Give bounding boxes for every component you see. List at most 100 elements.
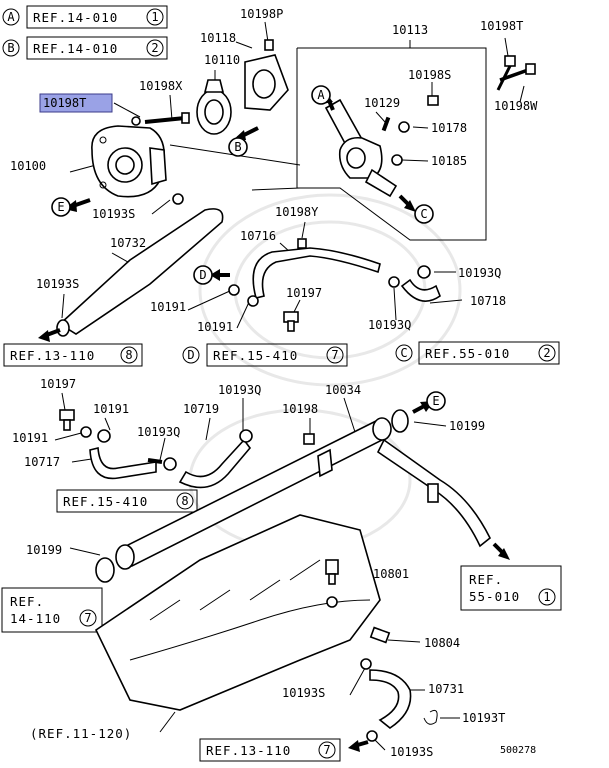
bolt-10198P[interactable] (265, 40, 273, 50)
washer-10178[interactable] (399, 122, 409, 132)
part-label-10191-d[interactable]: 10191 (12, 431, 48, 445)
ref-55-010-1-line2: 55-010 (469, 589, 520, 604)
connector-c[interactable]: C (415, 205, 433, 223)
water-outlet-fitting[interactable] (326, 100, 396, 196)
part-label-10198y[interactable]: 10198Y (275, 205, 319, 219)
gasket-10118[interactable] (245, 55, 288, 110)
part-label-10110[interactable]: 10110 (204, 53, 240, 67)
ref-14-110-7-box[interactable]: REF.14-110 7 (2, 588, 102, 632)
washer-10191-a[interactable] (229, 285, 239, 295)
sensor-10804[interactable] (371, 628, 389, 643)
bolt-10198Y[interactable] (298, 239, 306, 248)
part-label-10198w[interactable]: 10198W (494, 99, 538, 113)
washer-10191-b[interactable] (248, 296, 258, 306)
thermostat[interactable] (197, 80, 231, 134)
part-label-10193s-a[interactable]: 10193S (92, 207, 135, 221)
ref-a-num: 1 (151, 10, 158, 24)
bolt-10197-b[interactable] (60, 410, 74, 430)
nut-10185[interactable] (392, 155, 402, 165)
part-label-10718[interactable]: 10718 (470, 294, 506, 308)
hose-10731[interactable] (370, 670, 411, 728)
part-label-10193q-a[interactable]: 10193Q (458, 266, 501, 280)
washer-10191-c[interactable] (81, 427, 91, 437)
part-label-10198x[interactable]: 10198X (139, 79, 183, 93)
part-label-10719[interactable]: 10719 (183, 402, 219, 416)
ref-b-num: 2 (151, 41, 158, 55)
part-label-10732[interactable]: 10732 (110, 236, 146, 250)
oring-10199-a[interactable] (392, 410, 408, 432)
part-label-10100[interactable]: 10100 (10, 159, 46, 173)
nut-10198S-top[interactable] (428, 96, 438, 105)
part-label-10197-a[interactable]: 10197 (286, 286, 322, 300)
oring-10199-b[interactable] (96, 558, 114, 582)
part-label-10801[interactable]: 10801 (373, 567, 409, 581)
clamp-10193T[interactable] (424, 710, 437, 724)
part-label-10197-b[interactable]: 10197 (40, 377, 76, 391)
clamp-10193Q-b[interactable] (389, 277, 399, 287)
hose-10719[interactable] (180, 440, 250, 487)
highlight-label[interactable]: 10198T (43, 96, 86, 110)
bolt-10198X[interactable] (145, 113, 189, 123)
part-label-10129[interactable]: 10129 (364, 96, 400, 110)
ref-55-010-1-box[interactable]: REF.55-010 1 (461, 566, 561, 610)
part-label-10199-b[interactable]: 10199 (26, 543, 62, 557)
part-label-10198[interactable]: 10198 (282, 402, 318, 416)
clamp-10193Q-c[interactable] (240, 430, 252, 442)
ref-c-box[interactable]: C REF.55-010 2 (396, 342, 559, 364)
ref-d-text: REF.15-410 (213, 348, 298, 363)
ref-b-box[interactable]: B REF.14-010 2 (3, 37, 167, 59)
part-label-10193s-d[interactable]: 10193S (390, 745, 433, 759)
part-label-10193q-b[interactable]: 10193Q (368, 318, 411, 332)
part-label-10731[interactable]: 10731 (428, 682, 464, 696)
part-label-10113[interactable]: 10113 (392, 23, 428, 37)
part-label-10804[interactable]: 10804 (424, 636, 460, 650)
bolt-10197-a[interactable] (284, 312, 298, 331)
part-label-10178[interactable]: 10178 (431, 121, 467, 135)
ref-11-120[interactable]: (REF.11-120) (30, 726, 132, 741)
clamp-10193Q-a[interactable] (418, 266, 430, 278)
hose-10717[interactable] (90, 448, 156, 478)
bolt-10129[interactable] (382, 117, 391, 132)
part-label-10198p[interactable]: 10198P (240, 7, 283, 21)
part-label-10193s-c[interactable]: 10193S (282, 686, 325, 700)
clamp-10193S-d[interactable] (367, 731, 377, 741)
ref-c-num: 2 (543, 346, 550, 360)
connector-d[interactable]: D (194, 266, 212, 284)
part-label-10193s-b[interactable]: 10193S (36, 277, 79, 291)
ref-a-box[interactable]: A REF.14-010 1 (3, 6, 167, 28)
thermostat-housing[interactable] (92, 126, 166, 197)
part-label-10193t[interactable]: 10193T (462, 711, 505, 725)
ref-13-110-8-box[interactable]: REF.13-110 8 (4, 344, 142, 366)
connector-e-bottom[interactable]: E (427, 392, 445, 410)
connector-b[interactable]: B (229, 138, 247, 156)
bolt-10198[interactable] (304, 434, 314, 444)
washer-10191-d[interactable] (98, 430, 110, 442)
group-boundary (297, 48, 486, 240)
ref-15-410-8-box[interactable]: REF.15-410 8 (57, 490, 197, 512)
hose-10718[interactable] (402, 280, 440, 301)
part-label-10193q-c[interactable]: 10193Q (218, 383, 261, 397)
bolt-10198T-left[interactable] (132, 117, 140, 125)
part-label-10191-a[interactable]: 10191 (150, 300, 186, 314)
clamp-10193S-a[interactable] (173, 194, 183, 204)
part-label-10199-a[interactable]: 10199 (449, 419, 485, 433)
part-label-10717[interactable]: 10717 (24, 455, 60, 469)
part-label-10198t-top[interactable]: 10198T (480, 19, 523, 33)
part-label-10193q-d[interactable]: 10193Q (137, 425, 180, 439)
clamp-10193Q-d[interactable] (164, 458, 176, 470)
part-label-10716[interactable]: 10716 (240, 229, 276, 243)
clamp-10193S-c[interactable] (361, 659, 371, 669)
part-label-10118[interactable]: 10118 (200, 31, 236, 45)
part-label-10191-b[interactable]: 10191 (197, 320, 233, 334)
ref-d-box[interactable]: D REF.15-410 7 (183, 344, 347, 366)
part-label-10185[interactable]: 10185 (431, 154, 467, 168)
part-label-10191-c[interactable]: 10191 (93, 402, 129, 416)
bolt-10198T-right[interactable] (498, 56, 515, 90)
ref-13-110-7-box[interactable]: REF.13-110 7 (200, 739, 340, 761)
connector-e-top[interactable]: E (52, 198, 70, 216)
part-label-10198s-top[interactable]: 10198S (408, 68, 451, 82)
connector-a[interactable]: A (312, 86, 330, 104)
part-label-10034[interactable]: 10034 (325, 383, 361, 397)
ref-c-text: REF.55-010 (425, 346, 510, 361)
svg-text:E: E (57, 200, 64, 214)
